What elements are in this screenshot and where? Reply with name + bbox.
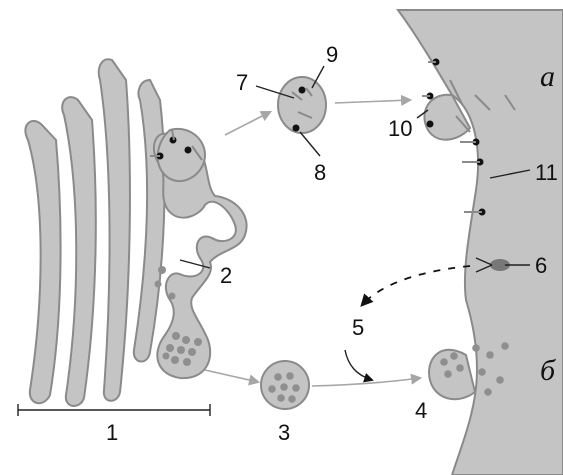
label-vesicle-lower: 8: [314, 160, 326, 185]
pathway-arrows: [205, 100, 470, 386]
label-signal-path: 5: [352, 315, 364, 340]
label-golgi: 1: [106, 420, 118, 445]
label-exocytosis: 4: [415, 398, 427, 423]
label-secretory-vesicle: 3: [278, 420, 290, 445]
secretory-vesicle: [261, 361, 309, 409]
label-panel-a: a: [540, 60, 555, 93]
label-fusion-site: 10: [388, 116, 412, 141]
label-vesicle-upper: 9: [326, 42, 338, 67]
label-transport-vesicle: 7: [236, 70, 248, 95]
transport-vesicle: [278, 77, 326, 133]
golgi-apparatus: [25, 59, 246, 406]
label-plasma-membrane: 11: [535, 160, 558, 185]
label-receptor: 6: [535, 253, 547, 278]
label-panel-b: б: [540, 354, 556, 387]
label-cisterna: 2: [220, 263, 232, 288]
